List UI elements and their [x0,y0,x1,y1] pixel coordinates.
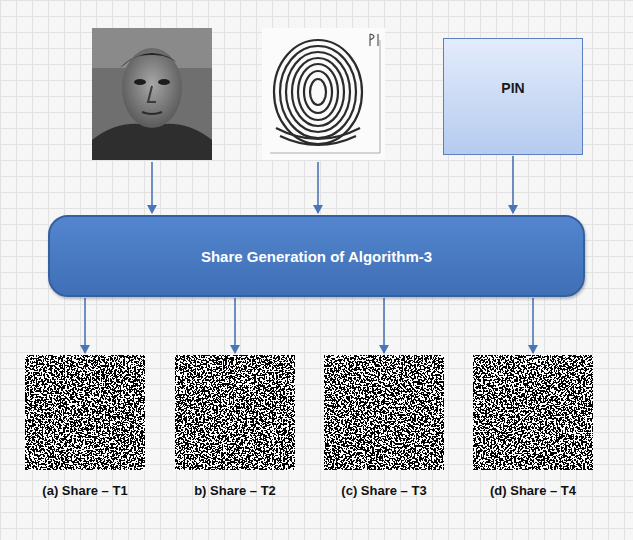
face-photo [92,28,212,160]
output-arrow [383,298,385,353]
output-arrow [234,298,236,353]
share-image [324,355,444,470]
output-arrow [84,298,86,353]
process-band: Share Generation of Algorithm-3 [48,215,585,297]
fingerprint-image [262,28,385,160]
share-image [473,355,593,470]
pin-box: PIN [443,38,583,155]
share-caption: b) Share – T2 [194,483,276,498]
input-arrow [317,162,319,213]
share-image [175,355,295,470]
share-caption: (a) Share – T1 [42,483,127,498]
node-text: PIN [501,80,524,96]
node-text: Share Generation of Algorithm-3 [201,248,432,265]
share-caption: (d) Share – T4 [490,483,576,498]
input-arrow [151,162,153,213]
output-arrow [532,298,534,353]
share-image [25,355,145,470]
connector-arrow [512,156,514,213]
share-caption: (c) Share – T3 [341,483,426,498]
